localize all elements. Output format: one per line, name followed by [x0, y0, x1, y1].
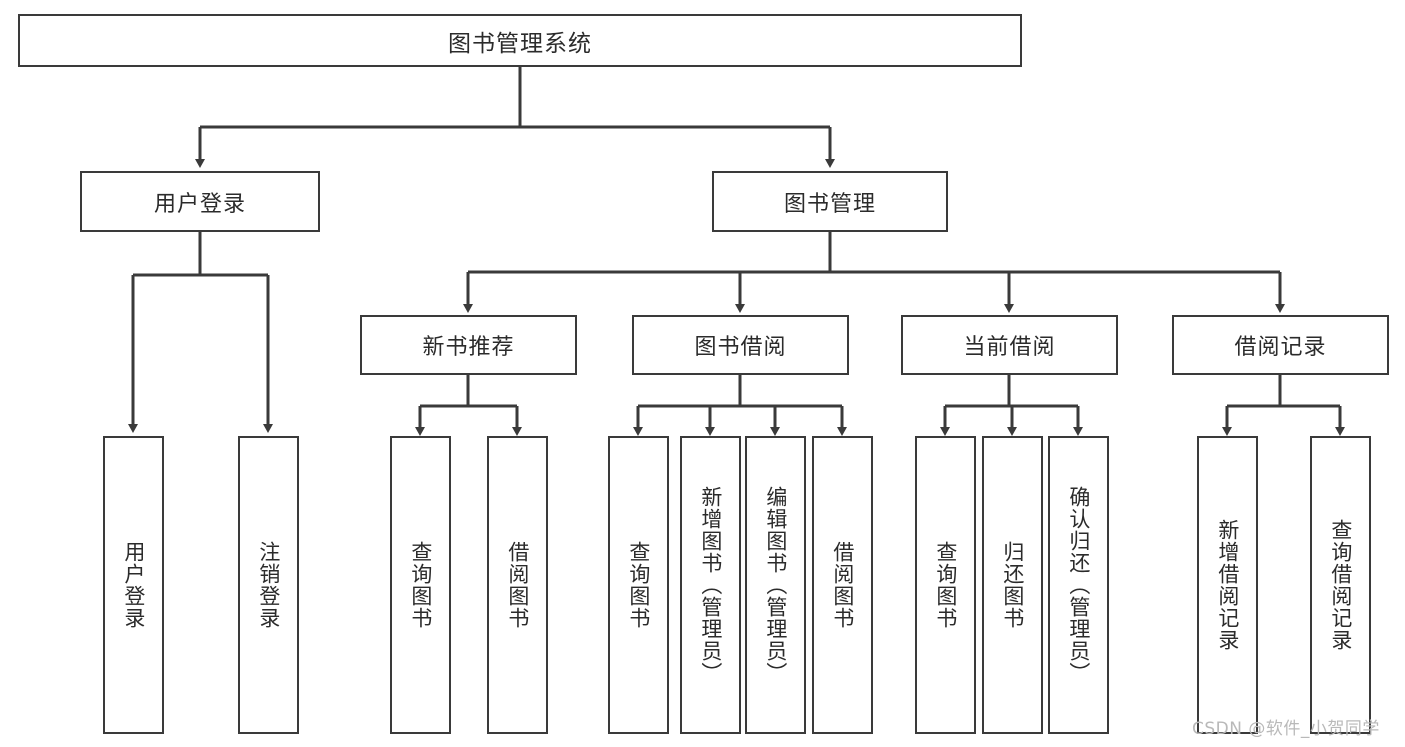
- leaf-borrow-query-book-label: 查询图书: [626, 541, 651, 629]
- leaf-current-query-book[interactable]: 查询图书: [915, 436, 976, 734]
- leaf-add-borrow-record[interactable]: 新增借阅记录: [1197, 436, 1258, 734]
- node-root-label: 图书管理系统: [448, 30, 592, 57]
- node-book-borrow[interactable]: 图书借阅: [632, 315, 849, 375]
- node-current-borrow-label: 当前借阅: [963, 335, 1056, 360]
- node-current-borrow[interactable]: 当前借阅: [901, 315, 1118, 375]
- leaf-return-book-label: 归还图书: [1000, 541, 1025, 629]
- leaf-recommend-query-book-label: 查询图书: [408, 541, 433, 629]
- leaf-logout-label: 注销登录: [256, 541, 281, 629]
- leaf-return-book[interactable]: 归还图书: [982, 436, 1043, 734]
- leaf-borrow-book[interactable]: 借阅图书: [812, 436, 873, 734]
- node-root[interactable]: 图书管理系统: [18, 14, 1022, 67]
- leaf-query-borrow-record[interactable]: 查询借阅记录: [1310, 436, 1371, 734]
- node-book-borrow-label: 图书借阅: [694, 335, 787, 360]
- leaf-add-book-admin[interactable]: 新增图书（管理员）: [680, 436, 741, 734]
- leaf-user-login[interactable]: 用户登录: [103, 436, 164, 734]
- leaf-borrow-book-label: 借阅图书: [830, 541, 855, 629]
- leaf-add-borrow-record-label: 新增借阅记录: [1215, 519, 1240, 651]
- leaf-edit-book-admin-label: 编辑图书（管理员）: [763, 486, 788, 684]
- node-borrow-record[interactable]: 借阅记录: [1172, 315, 1389, 375]
- node-user-login[interactable]: 用户登录: [80, 171, 320, 232]
- leaf-query-borrow-record-label: 查询借阅记录: [1328, 519, 1353, 651]
- leaf-recommend-borrow-book[interactable]: 借阅图书: [487, 436, 548, 734]
- node-book-management[interactable]: 图书管理: [712, 171, 948, 232]
- leaf-user-login-label: 用户登录: [121, 541, 146, 629]
- node-borrow-record-label: 借阅记录: [1234, 335, 1327, 360]
- leaf-logout[interactable]: 注销登录: [238, 436, 299, 734]
- leaf-recommend-borrow-book-label: 借阅图书: [505, 541, 530, 629]
- leaf-current-query-book-label: 查询图书: [933, 541, 958, 629]
- leaf-recommend-query-book[interactable]: 查询图书: [390, 436, 451, 734]
- node-book-management-label: 图书管理: [783, 191, 876, 217]
- leaf-confirm-return-admin[interactable]: 确认归还（管理员）: [1048, 436, 1109, 734]
- leaf-add-book-admin-label: 新增图书（管理员）: [698, 486, 723, 684]
- node-new-book-recommend-label: 新书推荐: [422, 335, 515, 360]
- leaf-confirm-return-admin-label: 确认归还（管理员）: [1066, 486, 1091, 684]
- leaf-borrow-query-book[interactable]: 查询图书: [608, 436, 669, 734]
- node-new-book-recommend[interactable]: 新书推荐: [360, 315, 577, 375]
- node-user-login-label: 用户登录: [153, 191, 246, 217]
- watermark: CSDN @软件_小贺同学: [1192, 719, 1380, 739]
- leaf-edit-book-admin[interactable]: 编辑图书（管理员）: [745, 436, 806, 734]
